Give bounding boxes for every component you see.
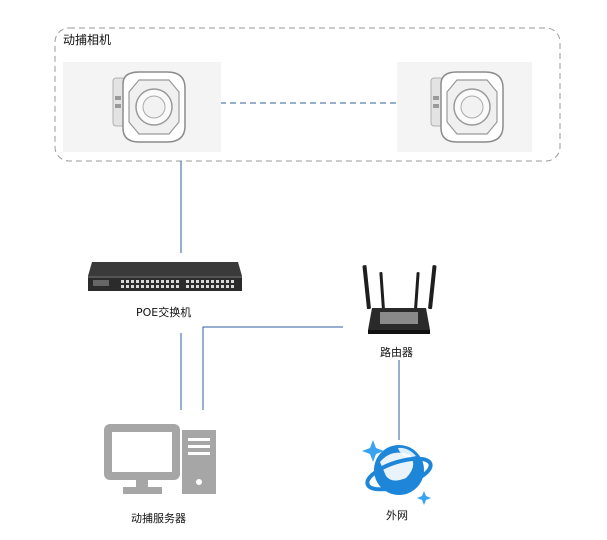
motion-capture-camera-icon[interactable] (63, 62, 221, 152)
poe-switch-icon[interactable] (88, 262, 242, 291)
switch-label: POE交换机 (136, 306, 191, 320)
router-to-server-link (203, 327, 343, 410)
router-label: 路由器 (380, 346, 413, 360)
internet-label: 外网 (386, 509, 408, 523)
router-icon[interactable] (362, 265, 436, 334)
server-label: 动捕服务器 (131, 512, 186, 526)
motion-capture-camera-icon[interactable] (397, 62, 532, 152)
internet-globe-icon[interactable] (362, 440, 434, 505)
camera-group-title: 动捕相机 (63, 33, 111, 47)
desktop-computer-icon[interactable] (108, 428, 216, 494)
